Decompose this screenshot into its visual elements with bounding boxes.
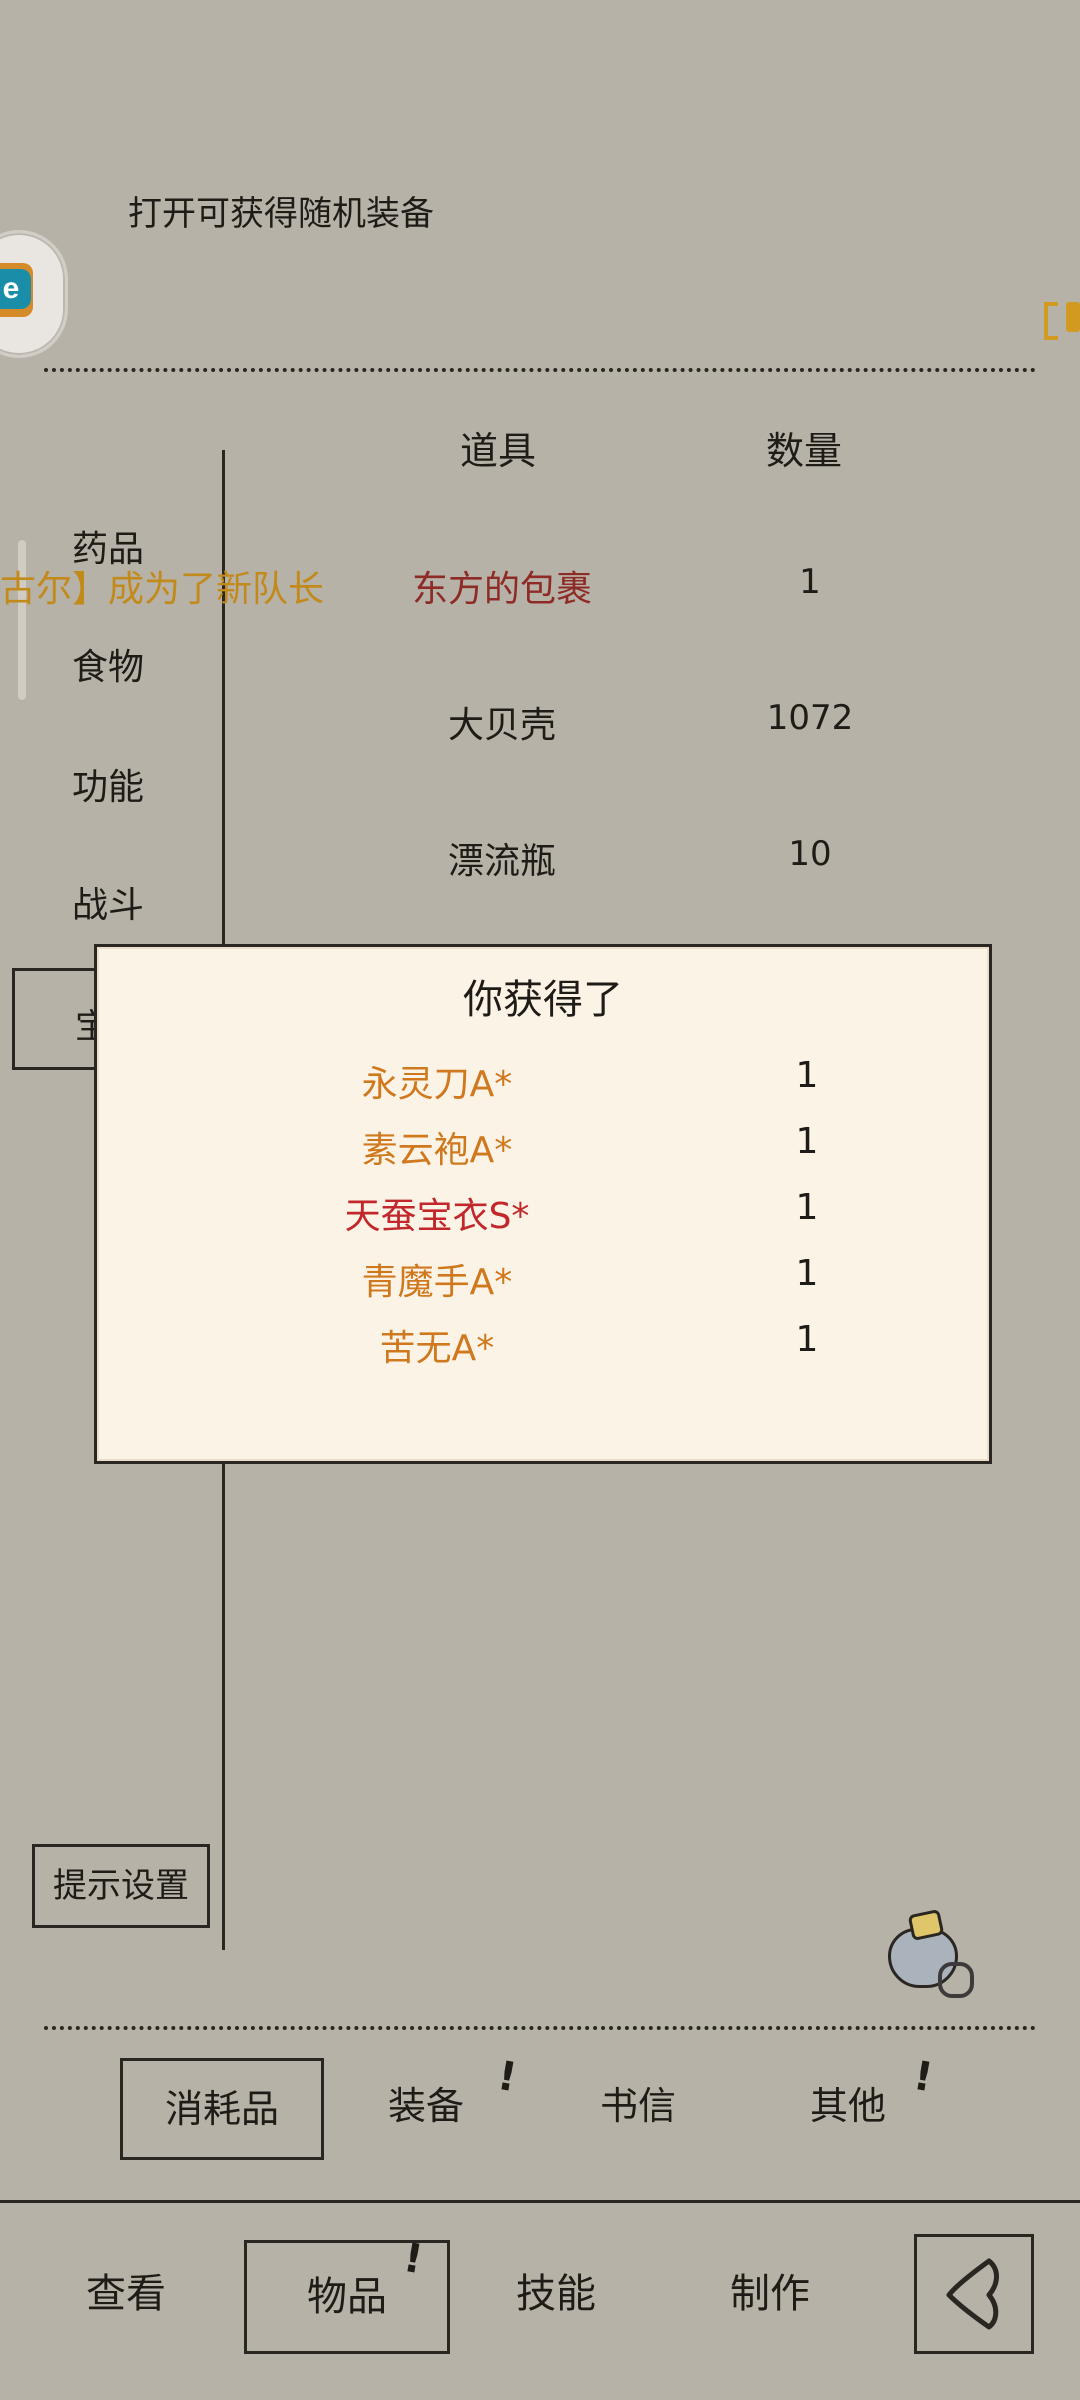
subtab-others[interactable]: 其他 — [810, 2084, 887, 2128]
subtab-others-alert-icon: ! — [910, 2052, 937, 2102]
reward-item-qty: 1 — [795, 1319, 819, 1360]
system-ticker: 古尔】成为了新队长 — [0, 569, 325, 610]
back-icon — [946, 2258, 999, 2330]
bottom-divider — [44, 2026, 1036, 2030]
category-battle[interactable]: 战斗 — [72, 885, 145, 926]
item-description: 打开可获得随机装备 — [128, 194, 434, 234]
modal-title: 你获得了 — [463, 977, 623, 1023]
bottom-nav-divider — [0, 2200, 1080, 2203]
reward-item-name: 苦无A* — [379, 1328, 495, 1369]
inventory-row-qty: 1072 — [766, 698, 854, 738]
category-food[interactable]: 食物 — [72, 647, 145, 688]
top-divider — [44, 368, 1036, 372]
app-logo-icon: e — [0, 263, 33, 317]
reward-item-qty: 1 — [795, 1055, 819, 1096]
nav-skills[interactable]: 技能 — [516, 2271, 596, 2317]
reward-item-qty: 1 — [795, 1187, 819, 1228]
inventory-row-name[interactable]: 大贝壳 — [447, 705, 556, 746]
reward-item-qty: 1 — [795, 1253, 819, 1294]
nav-items[interactable]: 物品 — [244, 2240, 450, 2354]
category-medicine[interactable]: 药品 — [72, 529, 145, 570]
inventory-row-qty: 10 — [788, 834, 832, 874]
inventory-row-name[interactable]: 东方的包裹 — [411, 569, 592, 610]
category-function[interactable]: 功能 — [72, 767, 145, 808]
reward-item-name: 天蚕宝衣S* — [344, 1196, 530, 1237]
subtab-equipment[interactable]: 装备 — [388, 2084, 465, 2128]
reward-item-name: 永灵刀A* — [361, 1064, 513, 1105]
nav-crafting[interactable]: 制作 — [730, 2271, 810, 2317]
chat-tag-icon — [1044, 296, 1080, 340]
reward-item-qty: 1 — [795, 1121, 819, 1162]
column-header-item: 道具 — [460, 429, 537, 473]
reward-item-name: 青魔手A* — [361, 1262, 513, 1303]
hint-settings-button[interactable]: 提示设置 — [32, 1844, 210, 1928]
subtab-equipment-alert-icon: ! — [494, 2052, 521, 2102]
subtab-consumables[interactable]: 消耗品 — [120, 2058, 324, 2160]
reward-item-name: 素云袍A* — [361, 1130, 513, 1171]
inventory-row-name[interactable]: 漂流瓶 — [447, 841, 556, 882]
nav-view[interactable]: 查看 — [86, 2271, 166, 2317]
column-header-qty: 数量 — [766, 429, 843, 473]
inventory-row-qty: 1 — [799, 562, 821, 602]
bag-icon[interactable] — [880, 1904, 974, 1998]
chain-link-icon — [938, 1962, 974, 1998]
floating-app-badge[interactable]: e — [0, 230, 68, 358]
chat-scroll-indicator — [18, 540, 26, 700]
reward-modal[interactable]: 你获得了 永灵刀A* 1 素云袍A* 1 天蚕宝衣S* 1 青魔手A* 1 苦无… — [94, 944, 992, 1464]
back-button[interactable] — [914, 2234, 1034, 2354]
subtab-letters[interactable]: 书信 — [600, 2084, 677, 2128]
